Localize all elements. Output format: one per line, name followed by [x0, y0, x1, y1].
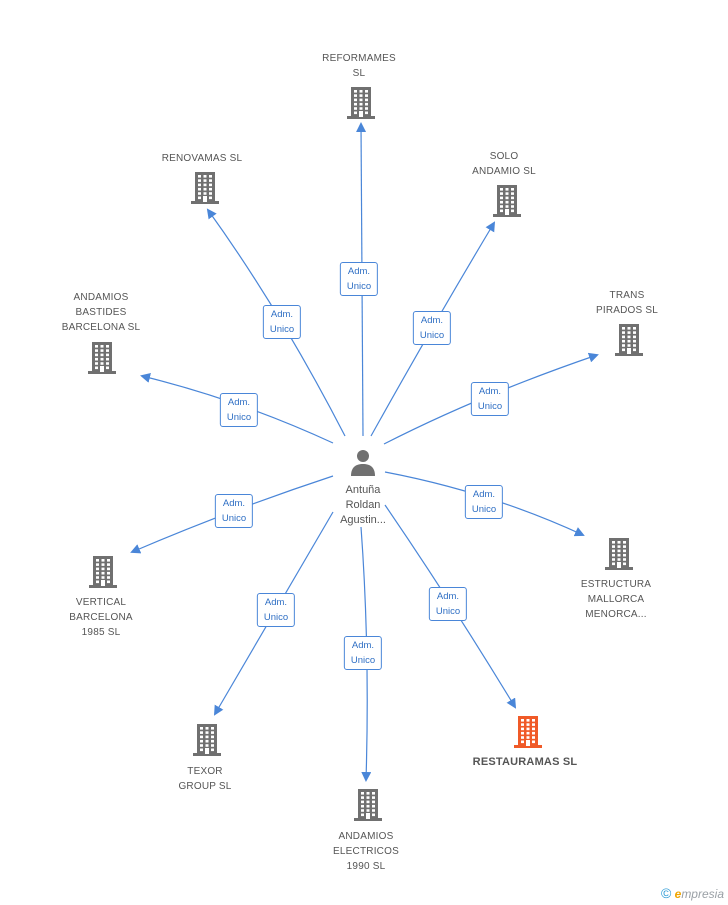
edge-label-texor[interactable]: Adm. Unico [256, 593, 296, 627]
company-node-andamios_electricos[interactable] [353, 787, 383, 826]
edge-label-andamios_electricos[interactable]: Adm. Unico [343, 636, 383, 670]
edge-label-restauramas[interactable]: Adm. Unico [428, 587, 468, 621]
brand-logo-e: e [674, 887, 682, 901]
person-icon [351, 450, 375, 476]
company-label-restauramas[interactable]: RESTAURAMAS SL [472, 756, 578, 768]
company-label-vertical[interactable]: VERTICAL BARCELONA 1985 SL [69, 597, 133, 638]
building-icon [88, 342, 116, 374]
edge-label-estructura[interactable]: Adm. Unico [464, 485, 504, 519]
edge-label-trans_pirados[interactable]: Adm. Unico [470, 382, 510, 416]
building-icon [89, 556, 117, 588]
brand-logo-text: mpresia [681, 887, 724, 901]
company-node-vertical[interactable] [88, 554, 118, 593]
building-icon [615, 324, 643, 356]
building-icon [347, 87, 375, 119]
company-node-estructura[interactable] [604, 536, 634, 575]
building-icon [605, 538, 633, 570]
edge-label-solo_andamio[interactable]: Adm. Unico [412, 311, 452, 345]
building-icon [354, 789, 382, 821]
company-node-trans_pirados[interactable] [614, 322, 644, 361]
building-icon [493, 185, 521, 217]
edge-label-reformames[interactable]: Adm. Unico [339, 262, 379, 296]
company-label-solo_andamio[interactable]: SOLO ANDAMIO SL [472, 151, 536, 177]
company-label-renovamas[interactable]: RENOVAMAS SL [161, 153, 243, 164]
edge-label-renovamas[interactable]: Adm. Unico [262, 305, 302, 339]
company-label-andamios_electricos[interactable]: ANDAMIOS ELECTRICOS 1990 SL [333, 831, 399, 872]
company-node-andamios_bastides[interactable] [87, 340, 117, 379]
copyright-icon: © [660, 885, 672, 901]
building-icon [514, 716, 542, 748]
company-label-reformames[interactable]: REFORMAMES SL [322, 53, 396, 79]
company-label-texor[interactable]: TEXOR GROUP SL [178, 766, 232, 792]
edge-label-andamios_bastides[interactable]: Adm. Unico [219, 393, 259, 427]
person-node[interactable] [349, 448, 377, 481]
edge-label-vertical[interactable]: Adm. Unico [214, 494, 254, 528]
company-node-texor[interactable] [192, 722, 222, 761]
building-icon [191, 172, 219, 204]
company-label-estructura[interactable]: ESTRUCTURA MALLORCA MENORCA... [580, 579, 652, 620]
company-node-restauramas[interactable] [513, 714, 543, 753]
company-label-trans_pirados[interactable]: TRANS PIRADOS SL [595, 290, 659, 316]
brand-watermark: © empresia [661, 885, 724, 901]
building-icon [193, 724, 221, 756]
person-label[interactable]: Antuña Roldan Agustin... [340, 484, 386, 526]
company-node-reformames[interactable] [346, 85, 376, 124]
company-node-renovamas[interactable] [190, 170, 220, 209]
company-node-solo_andamio[interactable] [492, 183, 522, 222]
company-label-andamios_bastides[interactable]: ANDAMIOS BASTIDES BARCELONA SL [61, 292, 141, 333]
